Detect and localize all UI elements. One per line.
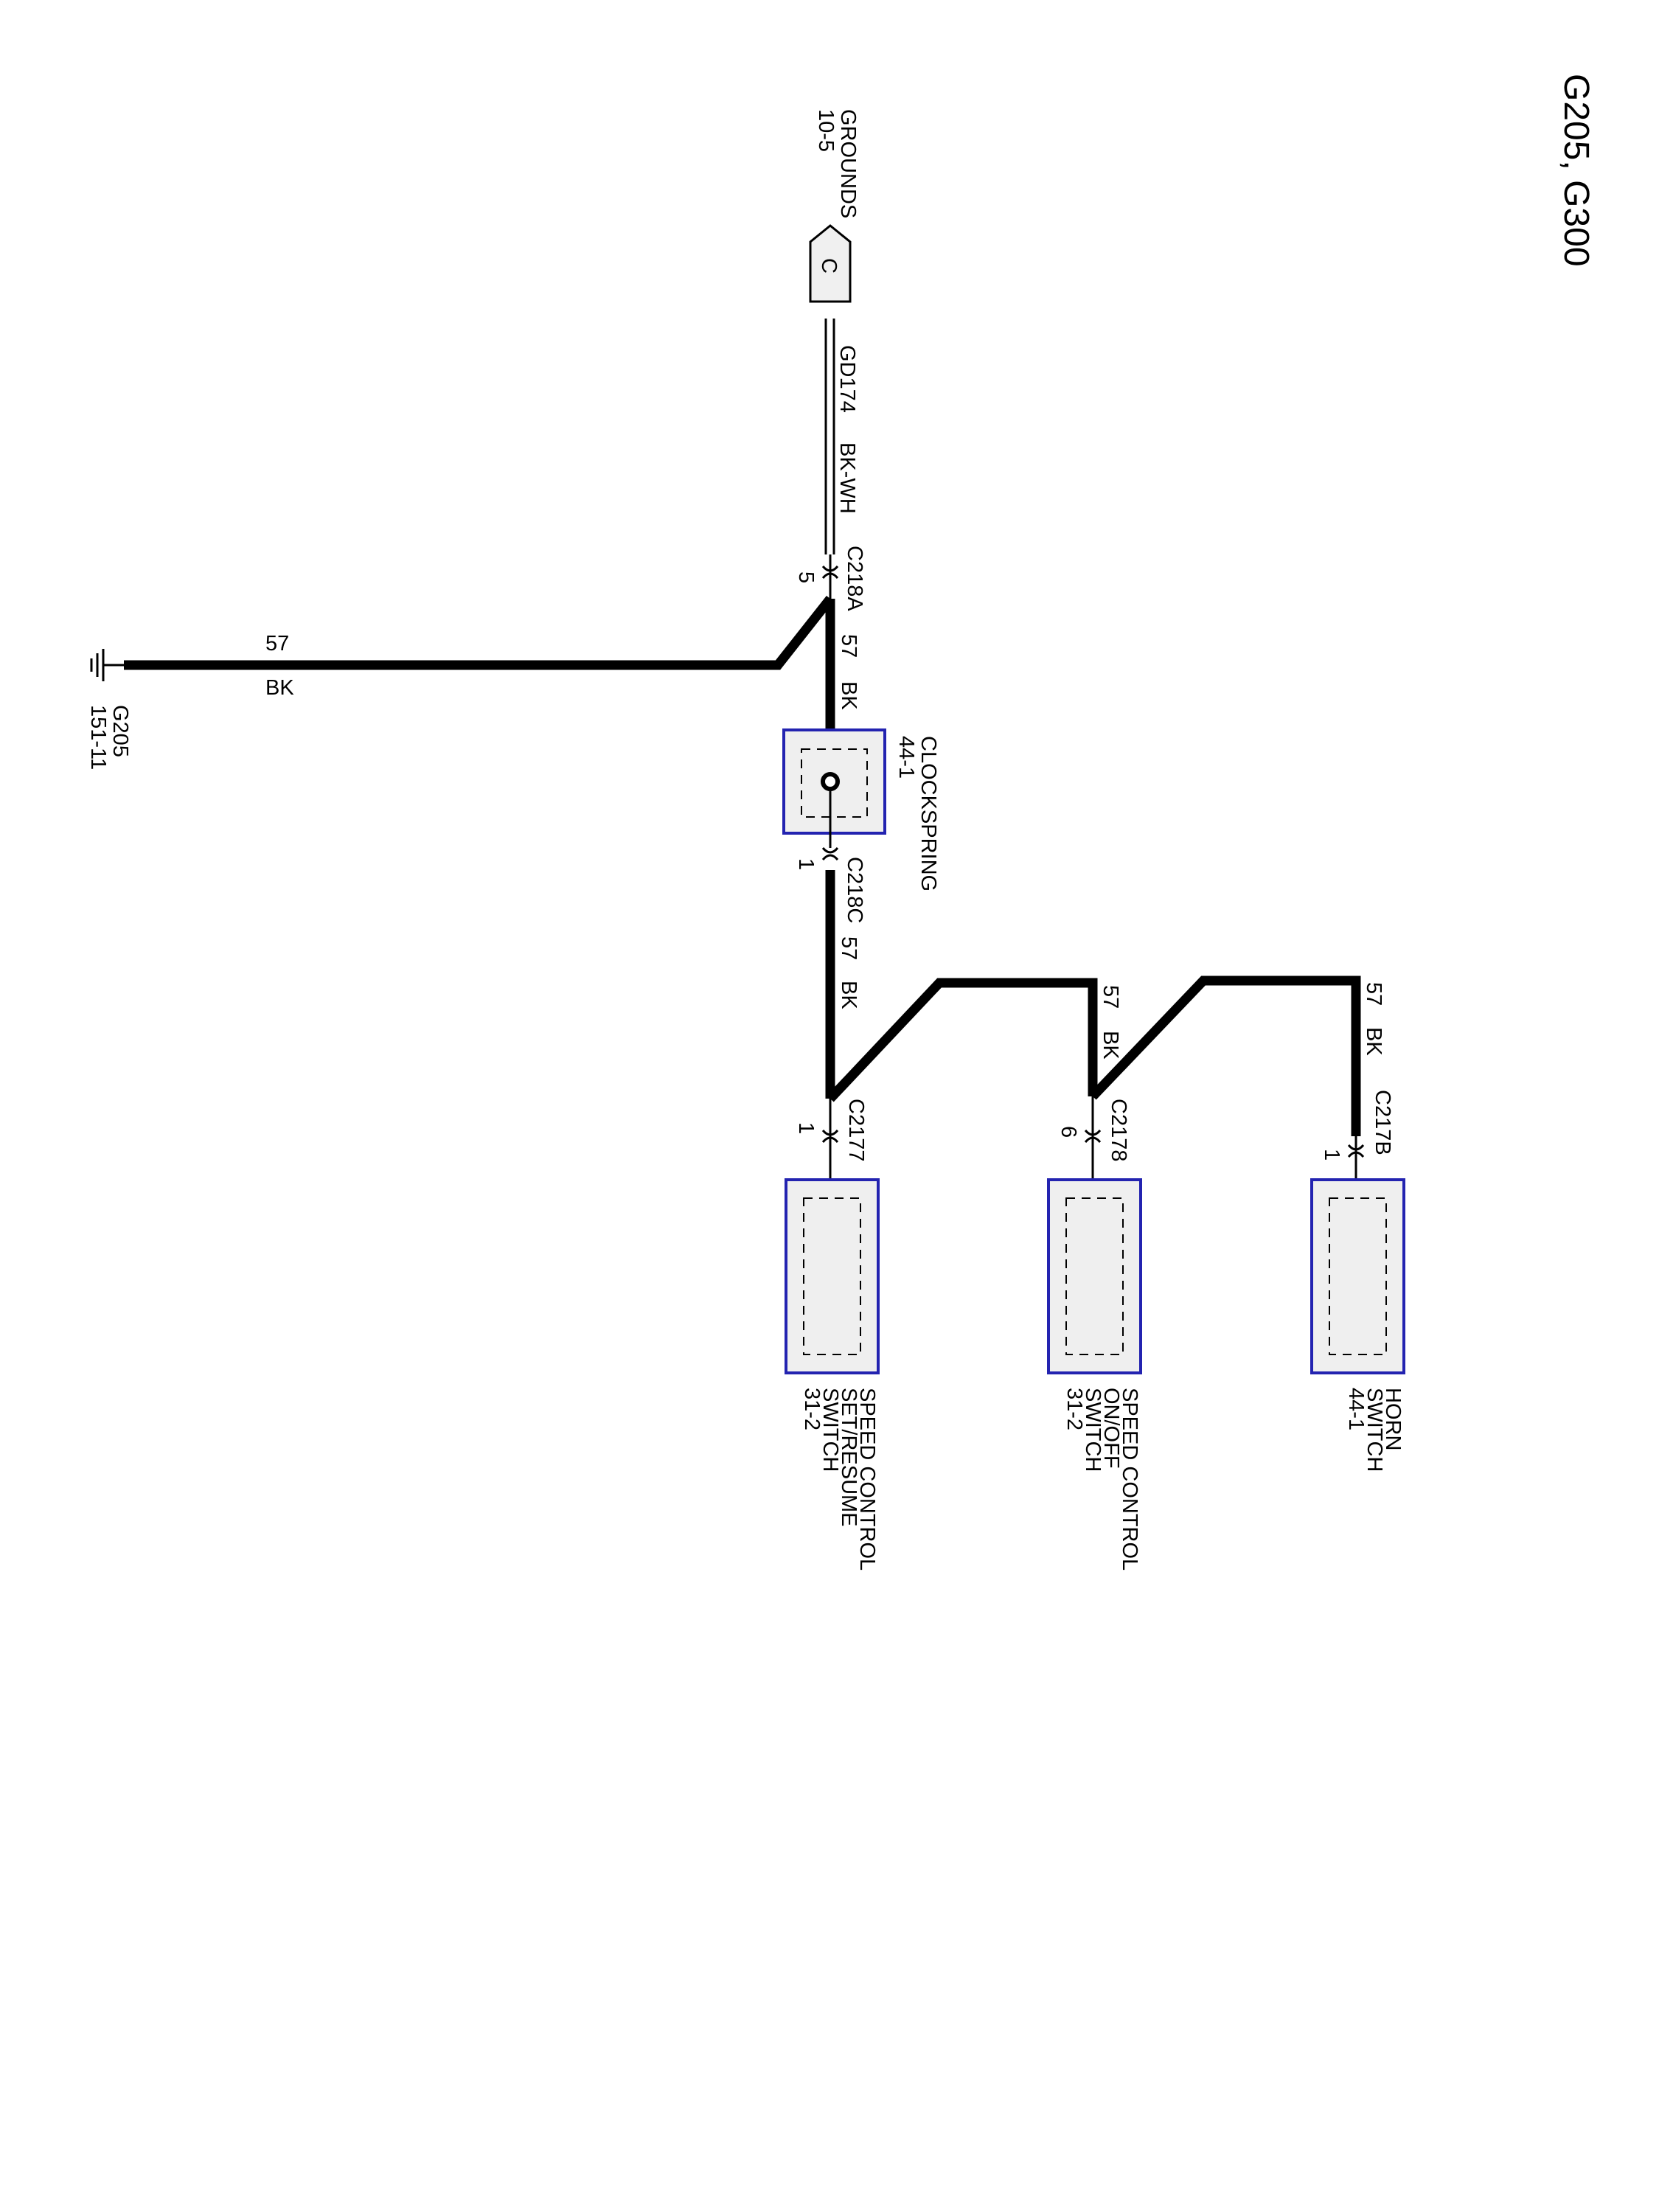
wire-c2178-circuit-label: 57 xyxy=(1099,985,1122,1009)
wire-gd174-circuit: GD174 xyxy=(835,345,859,413)
grounds-ref-name: GROUNDS xyxy=(836,109,860,218)
wire-57-to-g205 xyxy=(124,595,835,670)
connector-c2177-name: C2177 xyxy=(844,1099,868,1161)
wire-c218a-circuit-label: 57 xyxy=(837,634,860,658)
on-off-line2: ON/OFF xyxy=(1099,1388,1123,1469)
set-resume-ref: 31-2 xyxy=(800,1388,824,1430)
on-off-ref: 31-2 xyxy=(1062,1388,1086,1430)
wire-57-branch-to-c2178 xyxy=(827,978,1098,1102)
wire-gd174: GD174 BK-WH xyxy=(824,319,859,554)
horn-line1: HORN xyxy=(1381,1388,1405,1450)
speed-control-on-off-switch xyxy=(1047,1178,1142,1374)
grounds-ref-page: 10-5 xyxy=(814,109,838,152)
set-resume-line1: SPEED CONTROL xyxy=(855,1388,879,1571)
connector-c2178-pin: 6 xyxy=(1057,1126,1080,1138)
clockspring-component xyxy=(782,728,886,848)
clockspring-ref: 44-1 xyxy=(894,736,918,779)
connector-c218c-name: C218C xyxy=(843,857,866,923)
wire-gd174-color: BK-WH xyxy=(835,442,859,514)
wire-c218c-circuit-label: 57 xyxy=(837,936,860,960)
ground-point-name: G205 xyxy=(108,705,132,757)
ground-symbol-icon xyxy=(90,649,124,681)
connector-c218c: C218C 1 xyxy=(794,846,866,923)
wire-c217b-color-label: BK xyxy=(1362,1027,1385,1056)
set-resume-line2: SET/RESUME xyxy=(837,1388,860,1527)
connector-c2177-pin: 1 xyxy=(794,1122,818,1134)
page-title: G205, G300 xyxy=(1557,74,1596,267)
wire-g205-circuit-label: 57 xyxy=(265,632,289,655)
grounds-connector-shape xyxy=(809,224,852,303)
on-off-line1: SPEED CONTROL xyxy=(1118,1388,1141,1571)
connector-c217b-pin: 1 xyxy=(1320,1149,1343,1161)
ground-point-ref: 151-11 xyxy=(86,705,110,770)
horn-switch xyxy=(1310,1178,1405,1374)
wire-c218c-color-label: BK xyxy=(837,981,860,1009)
connector-c218a-name: C218A xyxy=(843,546,866,611)
connector-c218a: C218A 5 xyxy=(794,546,866,611)
connector-c2177: C2177 1 xyxy=(794,1099,868,1180)
clockspring-name: CLOCKSPRING xyxy=(917,736,940,891)
grounds-ref: GROUNDS 10-5 C xyxy=(809,109,860,303)
wire-c2178-color-label: BK xyxy=(1099,1031,1122,1060)
connector-c217b-name: C217B xyxy=(1371,1090,1394,1155)
connector-c2178-name: C2178 xyxy=(1107,1099,1130,1161)
connector-c217b: C217B 1 xyxy=(1320,1090,1394,1180)
connector-c218a-pin: 5 xyxy=(794,571,818,583)
connector-c2178: C2178 6 xyxy=(1057,1096,1130,1180)
set-resume-line3: SWITCH xyxy=(818,1388,842,1472)
on-off-line3: SWITCH xyxy=(1081,1388,1105,1472)
speed-control-set-resume-switch xyxy=(785,1178,880,1374)
wire-57-branch-to-c217b xyxy=(1089,975,1361,1136)
wire-c217b-circuit-label: 57 xyxy=(1362,982,1385,1006)
wire-c218a-color-label: BK xyxy=(837,681,860,710)
grounds-connector-letter: C xyxy=(817,258,841,274)
horn-ref: 44-1 xyxy=(1344,1388,1368,1430)
horn-line2: SWITCH xyxy=(1363,1388,1386,1472)
wire-g205-color-label: BK xyxy=(265,676,294,700)
connector-c218c-pin: 1 xyxy=(794,858,818,870)
